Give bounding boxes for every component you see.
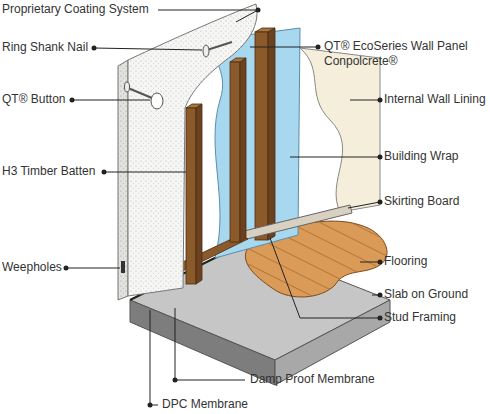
qt-button: [151, 93, 163, 109]
batten: [196, 104, 202, 284]
part-label: Skirting Board: [384, 194, 459, 209]
part-label: Building Wrap: [384, 149, 458, 164]
panel-edge: [118, 60, 128, 300]
wall-panel: [128, 4, 257, 296]
part-label: Stud Framing: [384, 310, 456, 325]
weephole: [121, 261, 125, 273]
button-nail: [128, 88, 152, 98]
batten: [240, 58, 246, 242]
part-label: Slab on Ground: [384, 287, 468, 302]
stud: [268, 28, 275, 240]
batten: [230, 62, 240, 242]
part-label: QT® EcoSeries Wall Panel Conpolcrete®: [324, 39, 474, 69]
part-label: Weepholes: [2, 260, 62, 275]
nail-head: [203, 45, 209, 57]
part-label: Damp Proof Membrane: [250, 372, 375, 387]
nail-head: [125, 82, 130, 92]
skirting-board: [240, 205, 352, 240]
batten: [186, 108, 196, 284]
part-label: Proprietary Coating System: [2, 2, 149, 17]
internal-lining: [300, 48, 380, 212]
stud: [255, 32, 268, 240]
leader-lines: [66, 10, 380, 405]
part-label: DPC Membrane: [162, 397, 248, 412]
part-label: QT® Button: [2, 92, 66, 107]
part-label: H3 Timber Batten: [2, 164, 95, 179]
ring-shank-nail: [207, 42, 232, 50]
part-label: Internal Wall Lining: [384, 92, 486, 107]
part-label: Ring Shank Nail: [2, 40, 88, 55]
part-label: Flooring: [384, 254, 427, 269]
